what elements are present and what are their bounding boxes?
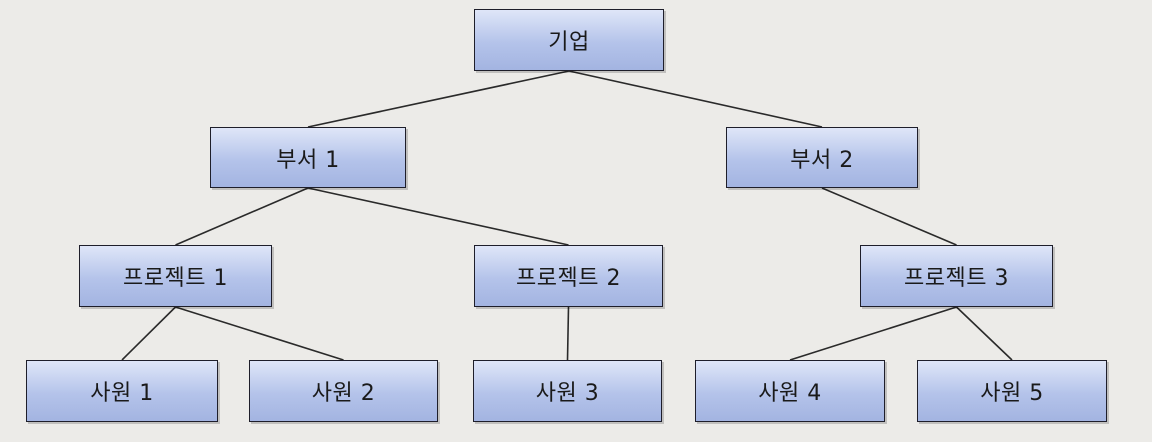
node-employee1: 사원 1 xyxy=(26,360,218,422)
connector-project2-employee3 xyxy=(566,306,570,361)
connector-project3-employee5 xyxy=(955,306,1013,361)
node-employee3: 사원 3 xyxy=(473,360,662,422)
node-employee2: 사원 2 xyxy=(249,360,438,422)
node-employee4: 사원 4 xyxy=(695,360,885,422)
connector-dept1-project2 xyxy=(307,187,569,246)
node-dept2: 부서 2 xyxy=(726,127,918,188)
node-company: 기업 xyxy=(474,9,664,71)
connector-project3-employee4 xyxy=(789,306,957,361)
node-project2: 프로젝트 2 xyxy=(474,245,663,307)
connector-dept2-project3 xyxy=(821,187,957,246)
node-project1: 프로젝트 1 xyxy=(79,245,272,307)
connector-project1-employee1 xyxy=(121,306,177,361)
node-dept1: 부서 1 xyxy=(210,127,406,188)
connector-project1-employee2 xyxy=(175,306,344,361)
connector-company-dept2 xyxy=(568,70,823,128)
node-project3: 프로젝트 3 xyxy=(860,245,1053,307)
connector-company-dept1 xyxy=(307,70,570,128)
connector-dept1-project1 xyxy=(175,187,309,246)
node-employee5: 사원 5 xyxy=(917,360,1107,422)
